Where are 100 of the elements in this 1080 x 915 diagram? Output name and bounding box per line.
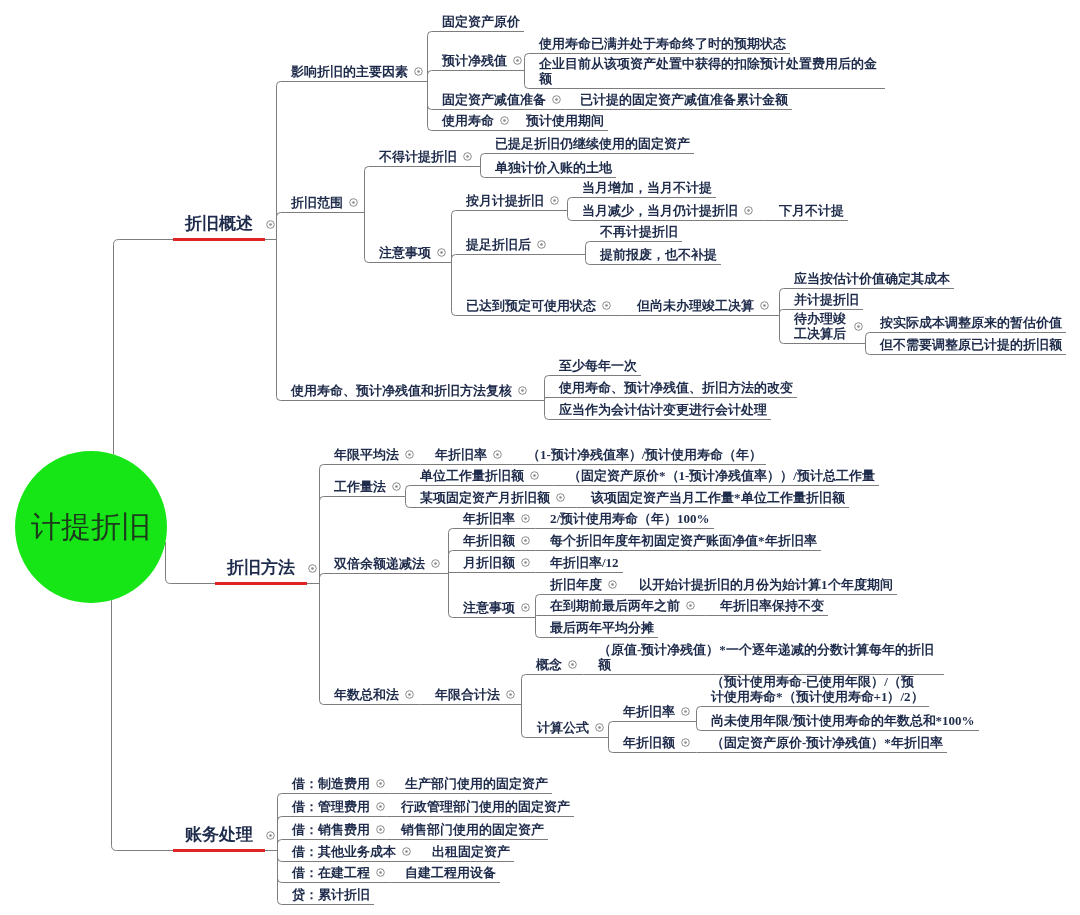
branch-line [592,737,614,753]
subtopic: 按月计提折旧 [456,193,548,211]
subtopic: 某项固定资产月折旧额 [410,490,554,508]
branch-line [306,583,325,705]
subtopic: 至少每年一次 [549,358,641,376]
subtopic: 待办理竣工决算后 [784,311,853,344]
branch-line [518,572,541,573]
branch-line [264,239,282,401]
subtopic: 年限平均法 [324,447,403,465]
subtopic: 年折旧率 [453,511,519,529]
subtopic: （1-预计净残值率）/预计使用寿命（年） [517,447,767,465]
branch-line [113,239,174,455]
branch-line [510,70,530,89]
branch-line [534,254,591,265]
subtopic: 借：其他业务成本 [282,844,400,862]
subtopic: 影响折旧的主要因素 [281,64,412,82]
subtopic: 借：销售费用 [282,822,374,840]
subtopic: 在到期前最后两年之前 [540,598,684,616]
subtopic: 年折旧率/12 [540,555,623,573]
branch-line [490,464,518,465]
subtopic: 销售部门使用的固定资产 [391,822,548,840]
subtopic: （预计使用寿命-已使用年限）/（预计使用寿命*（预计使用寿命+1）/2） [701,674,930,707]
subtopic: 已计提的固定资产减值准备累计金额 [570,92,792,110]
subtopic: 双倍余额递减法 [324,556,429,574]
branch-line [346,212,370,263]
branch-line [264,850,283,905]
subtopic: 单位工作量折旧额 [410,468,528,486]
subtopic: 工作量法 [324,479,390,497]
subtopic: 生产部门使用的固定资产 [395,776,552,794]
branch-line [518,550,541,551]
branch-line [111,599,174,851]
branch-line [599,315,628,316]
branch-line [565,674,589,675]
branch-line [683,615,711,616]
subtopic: 贷：累计折旧 [282,887,374,905]
branch-line [434,262,457,316]
subtopic: （固定资产原价-预计净残值）*年折旧率 [701,735,947,753]
subtopic: （固定资产原价*（1-预计净残值率））/预计总工作量 [558,468,879,486]
subtopic: 使用寿命、预计净残值、折旧方法的改变 [549,380,797,398]
subtopic: （原值-预计净残值）*一个逐年递减的分数计算每年的折旧额 [588,642,944,675]
branch-line [373,882,396,883]
branch-line [389,496,411,508]
branch-line [678,721,702,731]
branch-line [549,109,571,110]
subtopic: 预计净残值 [432,53,511,71]
branch-line [515,400,550,420]
branch-line [428,573,454,618]
subtopic: 以开始计提折旧的月份为始计算1个年度期间 [629,577,897,595]
branch-line [373,816,392,817]
central-topic: 计提折旧 [15,451,167,603]
subtopic: 下月不计提 [769,203,848,221]
subtopic: 固定资产减值准备 [432,92,550,110]
subtopic: 按实际成本调整原来的暂估价值 [870,315,1066,333]
subtopic: 应当作为会计估计变更进行会计处理 [549,402,771,420]
subtopic: 最后两年平均分摊 [540,620,658,638]
subtopic: 单独计价入账的土地 [485,160,616,178]
subtopic: 出租固定资产 [422,844,514,862]
subtopic: 预计使用期间 [516,113,608,131]
subtopic: 借：管理费用 [282,799,374,817]
subtopic: 该项固定资产当月工作量*单位工作量折旧额 [581,490,849,508]
subtopic: 但不需要调整原已计提的折旧额 [870,337,1066,355]
subtopic: 企业目前从该项资产处置中获得的扣除预计处置费用后的金额 [529,56,885,89]
subtopic: 已达到预定可使用状态 [456,298,600,316]
branch-line [518,528,541,529]
branch-line [741,220,770,221]
branch-line [527,485,559,486]
branch-line [518,617,541,638]
subtopic: 自建工程用设备 [395,865,500,883]
subtopic: 年折旧率 [613,704,679,722]
subtopic: 概念 [526,657,566,675]
subtopic: 固定资产原价 [432,14,524,32]
subtopic: 借：制造费用 [282,776,374,794]
subtopic: 已提足折旧仍继续使用的固定资产 [485,136,694,154]
branch-line [503,704,528,738]
subtopic: 尚未使用年限/预计使用寿命的年数总和*100% [701,713,979,731]
subtopic: 不再计提折旧 [590,224,682,242]
subtopic: 年折旧率 [425,447,491,465]
subtopic: 并计提折旧 [784,292,863,310]
branch-line [411,81,433,131]
subtopic: 折旧年度 [540,577,606,595]
branch-line [852,343,871,355]
branch-line [547,210,573,221]
subtopic: 应当按估计价值确定其成本 [784,271,954,289]
subtopic: 行政管理部门使用的固定资产 [391,799,574,817]
branch-line [373,839,392,840]
subtopic: 年折旧额 [453,533,519,551]
subtopic: 月折旧额 [453,555,519,573]
branch-line [605,594,630,595]
subtopic: 提足折旧后 [456,237,535,255]
subtopic: 年数总和法 [324,687,403,705]
branch-line [553,507,582,508]
subtopic: 2/预计使用寿命（年）100% [540,511,714,529]
subtopic: 使用寿命、预计净残值和折旧方法复核 [281,383,516,401]
subtopic: 注意事项 [369,245,435,263]
subtopic: 年限合计法 [425,687,504,705]
subtopic: 使用寿命 [432,113,498,131]
branch-line [497,130,517,131]
branch-line [460,166,486,178]
branch-line [373,793,396,794]
main-topic: 账务处理 [173,825,265,852]
